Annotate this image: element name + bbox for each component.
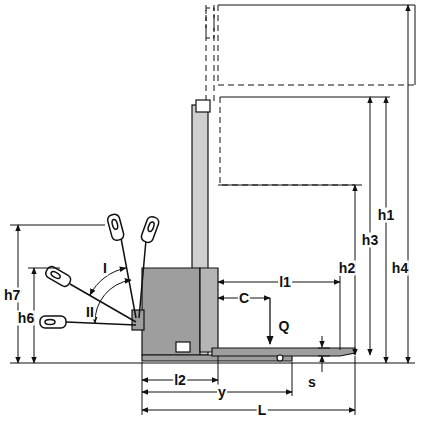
- dimension-label: l2: [173, 373, 187, 388]
- dimension-label: C: [238, 291, 250, 306]
- dimension-label: s: [307, 375, 317, 390]
- dimension-label: y: [217, 385, 227, 400]
- dimension-label: Q: [278, 319, 291, 334]
- tiller-handles: [40, 213, 160, 328]
- dimension-label: h7: [3, 288, 21, 303]
- raised-loads: [206, 5, 415, 185]
- stacker-body: [132, 100, 355, 361]
- dimension-label: II: [85, 305, 95, 320]
- dimension-label: h1: [377, 208, 395, 223]
- dimension-label: h2: [338, 261, 356, 276]
- dimension-label: h4: [391, 261, 409, 276]
- dimension-label: I: [102, 261, 108, 276]
- dimension-label: h3: [361, 233, 379, 248]
- swing-arcs: [90, 268, 131, 323]
- dimension-label: l1: [278, 275, 292, 290]
- dimension-label: h6: [17, 311, 35, 326]
- dimension-label: L: [257, 403, 268, 418]
- dimension-lines: [10, 5, 415, 415]
